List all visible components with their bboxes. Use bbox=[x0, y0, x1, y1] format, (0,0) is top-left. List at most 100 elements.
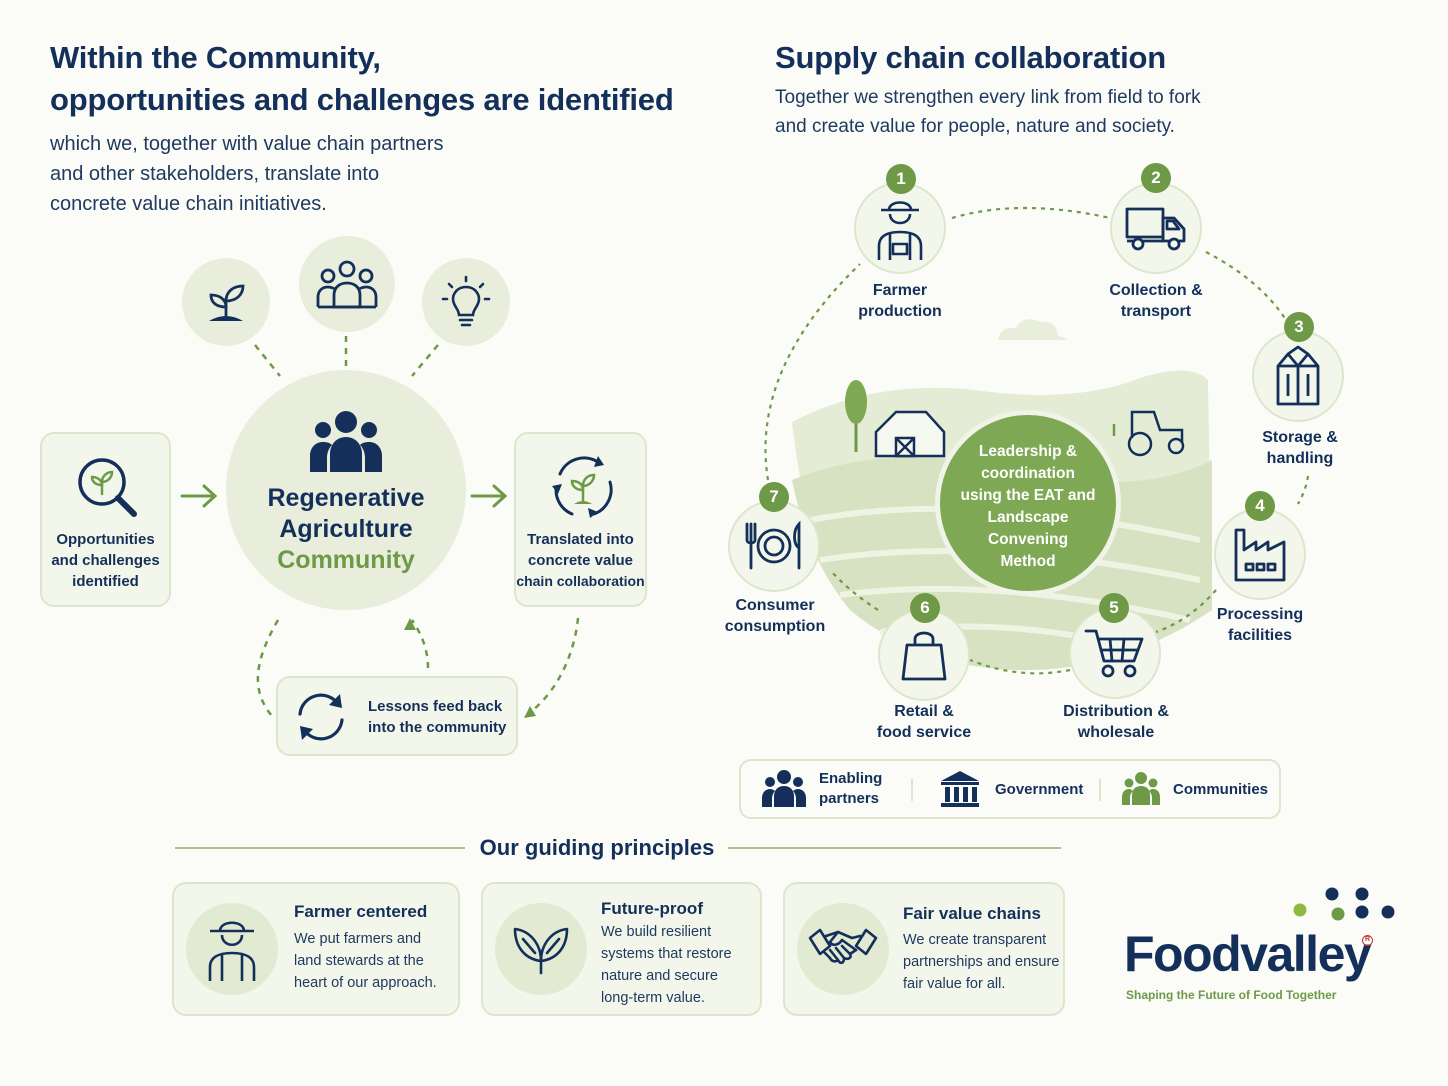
left-subtitle: which we, together with value chain part… bbox=[50, 129, 444, 219]
principle-1-line1: We put farmers and bbox=[294, 931, 422, 947]
principle-title-2: Future-proof bbox=[601, 899, 703, 918]
step-4-circle bbox=[1214, 508, 1306, 600]
tree-icon bbox=[845, 380, 867, 452]
right-subtitle-line1: Together we strengthen every link from f… bbox=[775, 87, 1201, 108]
step-4-label: Processing facilities bbox=[1190, 604, 1330, 646]
step-7-label: Consumer consumption bbox=[704, 595, 846, 637]
cycle-sprout-icon bbox=[552, 456, 613, 518]
people-group-icon bbox=[316, 260, 378, 309]
leaves-icon bbox=[513, 927, 569, 975]
principle-1-line2: land stewards at the bbox=[294, 953, 424, 969]
legend-communities-label: Communities bbox=[1173, 780, 1269, 798]
sprout-circle bbox=[182, 258, 270, 346]
leadership-line5: Convening bbox=[987, 531, 1069, 548]
principle-2-line2: systems that restore bbox=[601, 946, 732, 962]
left-subtitle-line1: which we, together with value chain part… bbox=[50, 133, 444, 155]
principle-2-line1: We build resilient bbox=[601, 924, 712, 940]
leadership-line6: Method bbox=[1000, 553, 1056, 570]
step-2-badge: 2 bbox=[1141, 163, 1171, 193]
step-6-label: Retail & food service bbox=[854, 701, 994, 743]
principle-1-line3: heart of our approach. bbox=[294, 975, 437, 991]
left-subtitle-line3: concrete value chain initiatives. bbox=[50, 193, 327, 215]
principle-card-fair-value: Fair value chains We create transparent … bbox=[783, 882, 1065, 1016]
step-7-line1: Consumer bbox=[735, 597, 815, 614]
legend-government: Government bbox=[939, 761, 1083, 817]
step-2-label: Collection & transport bbox=[1086, 280, 1226, 322]
leadership-line1: Leadership & bbox=[978, 443, 1078, 460]
right-subtitle: Together we strengthen every link from f… bbox=[775, 83, 1201, 141]
right-title: Supply chain collaboration bbox=[775, 40, 1166, 75]
sprout-icon bbox=[209, 284, 245, 321]
principle-desc-2: We build resilient systems that restore … bbox=[601, 921, 732, 1009]
step-1-label: Farmer production bbox=[830, 280, 970, 322]
step-3-label: Storage & handling bbox=[1230, 427, 1370, 469]
left-connectors bbox=[180, 336, 580, 718]
principle-card-future-proof: Future-proof We build resilient systems … bbox=[481, 882, 762, 1016]
translated-line1: Translated into bbox=[527, 531, 634, 548]
legend-enabling-line2: partners bbox=[819, 790, 880, 807]
principle-title-1: Farmer centered bbox=[294, 902, 428, 921]
community-people-icon bbox=[310, 411, 382, 472]
brand-tagline: Shaping the Future of Food Together bbox=[1126, 988, 1337, 1002]
barn-icon bbox=[874, 410, 946, 458]
lessons-card: Lessons feed back into the community bbox=[276, 676, 518, 756]
step-1-line2: production bbox=[858, 303, 942, 320]
right-subtitle-line2: and create value for people, nature and … bbox=[775, 116, 1175, 137]
lightbulb-icon bbox=[441, 275, 491, 327]
step-4-line1: Processing bbox=[1216, 606, 1304, 623]
plate-cutlery-icon bbox=[745, 520, 801, 570]
principle-3-line2: partnerships and ensure bbox=[903, 954, 1060, 970]
registered-mark: R bbox=[1362, 935, 1373, 946]
left-subtitle-line2: and other stakeholders, translate into bbox=[50, 163, 380, 185]
leadership-line2: coordination bbox=[981, 465, 1075, 482]
principle-card-farmer: Farmer centered We put farmers and land … bbox=[172, 882, 460, 1016]
legend-communities: Communities bbox=[1121, 761, 1268, 817]
principles-rule-left bbox=[175, 847, 465, 849]
silo-icon bbox=[1276, 345, 1320, 406]
opportunities-line3: identified bbox=[72, 573, 139, 590]
principle-desc-1: We put farmers and land stewards at the … bbox=[294, 928, 437, 994]
principles-rule-right bbox=[728, 847, 1061, 849]
step-7-line2: consumption bbox=[724, 618, 826, 635]
stakeholder-legend: Enabling partners Government bbox=[739, 759, 1281, 819]
leadership-line4: Landscape bbox=[987, 509, 1069, 526]
translated-line2: concrete value bbox=[527, 552, 634, 569]
tractor-icon bbox=[1112, 410, 1185, 457]
foodvalley-dots-logo bbox=[1293, 887, 1395, 921]
opportunities-line1: Opportunities bbox=[56, 531, 155, 548]
leadership-line3: using the EAT and bbox=[960, 487, 1096, 504]
leadership-circle: Leadership & coordination using the EAT … bbox=[935, 410, 1121, 596]
step-5-line1: Distribution & bbox=[1063, 703, 1169, 720]
refresh-icon bbox=[298, 693, 344, 741]
community-line1: Regenerative bbox=[267, 484, 425, 512]
step-6-badge: 6 bbox=[910, 593, 940, 623]
government-building-icon bbox=[941, 771, 979, 807]
step-6-circle bbox=[878, 609, 970, 701]
farmer-icon bbox=[877, 201, 923, 260]
step-3-circle bbox=[1252, 330, 1344, 422]
step-5-line2: wholesale bbox=[1077, 724, 1155, 741]
lessons-line1: Lessons feed back bbox=[368, 698, 503, 715]
translated-line3: chain collaboration bbox=[516, 573, 645, 589]
step-5-badge: 5 bbox=[1099, 593, 1129, 623]
people-circle bbox=[299, 236, 395, 332]
legend-divider bbox=[911, 779, 913, 801]
step-2-circle bbox=[1110, 182, 1202, 274]
cart-icon bbox=[1084, 629, 1144, 678]
cloud-icon bbox=[998, 319, 1067, 340]
principle-icon-circle bbox=[495, 903, 587, 995]
step-3-line2: handling bbox=[1266, 450, 1334, 467]
principles-heading: Our guiding principles bbox=[479, 835, 715, 860]
principle-3-line3: fair value for all. bbox=[903, 976, 1006, 992]
legend-government-label: Government bbox=[995, 780, 1084, 798]
principle-title-3: Fair value chains bbox=[903, 904, 1041, 923]
factory-icon bbox=[1234, 528, 1286, 582]
step-2-line1: Collection & bbox=[1109, 282, 1203, 299]
step-3-line1: Storage & bbox=[1262, 429, 1338, 446]
farmer-icon bbox=[208, 921, 256, 981]
legend-divider-2 bbox=[1099, 779, 1101, 801]
lightbulb-circle bbox=[422, 258, 510, 346]
step-7-badge: 7 bbox=[759, 482, 789, 512]
step-3-badge: 3 bbox=[1284, 312, 1314, 342]
step-4-line2: facilities bbox=[1227, 627, 1293, 644]
